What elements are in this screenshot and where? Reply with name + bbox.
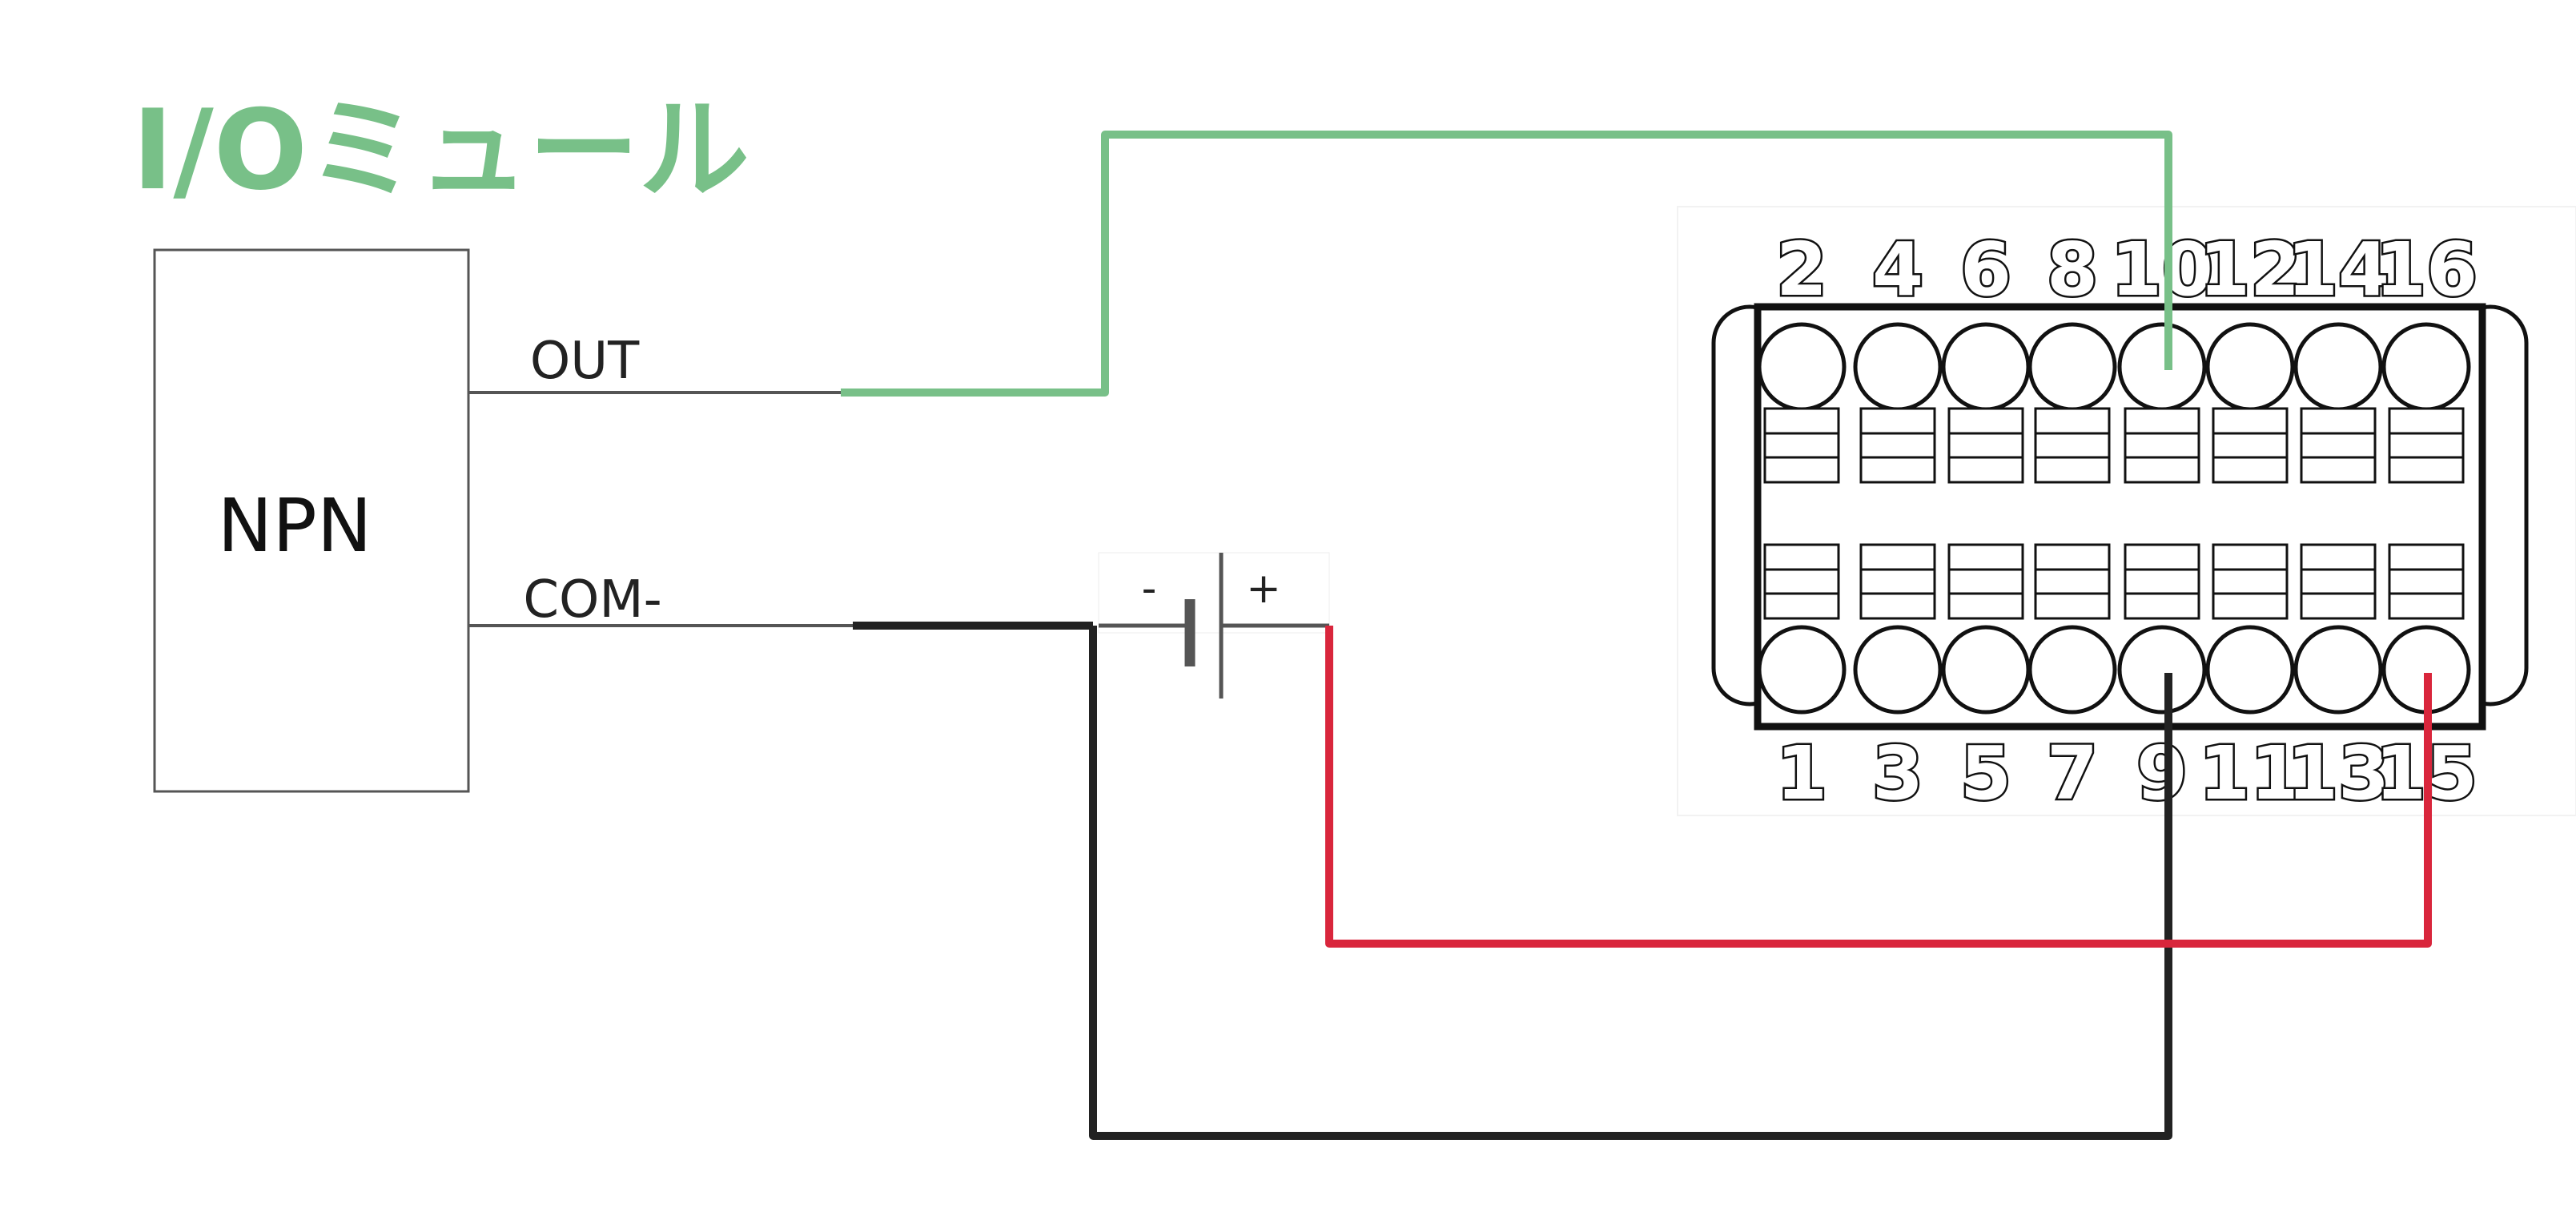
terminal-clamp — [2300, 543, 2377, 620]
out-label: OUT — [530, 332, 640, 391]
terminal-screw-top — [1757, 322, 1847, 412]
module-title: I/Oミュール — [132, 86, 749, 215]
terminal-screw-top — [2027, 322, 2117, 412]
terminal-clamp — [2124, 543, 2200, 620]
terminal-clamp — [1763, 543, 1840, 620]
terminal-screw-top — [2293, 322, 2383, 412]
terminal-clamp — [2388, 543, 2465, 620]
terminal-clamp — [2388, 407, 2465, 484]
terminal-number-top: 2 — [1776, 227, 1827, 312]
terminal-screw-top — [2381, 322, 2471, 412]
positive-wire — [1325, 626, 2432, 948]
terminal-clamp — [2034, 543, 2111, 620]
terminal-number-top: 10 — [2111, 227, 2213, 312]
terminal-screw-bottom — [1941, 625, 2031, 715]
terminal-clamp — [2300, 407, 2377, 484]
battery-minus-label: - — [1142, 565, 1157, 613]
terminal-clamp — [1947, 407, 2024, 484]
battery-background — [1098, 552, 1330, 634]
terminal-number-bottom: 9 — [2136, 731, 2188, 816]
terminal-screw-bottom — [2117, 625, 2207, 715]
terminal-number-bottom: 3 — [1872, 731, 1923, 816]
terminal-screw-bottom — [1853, 625, 1943, 715]
terminal-screw-top — [1941, 322, 2031, 412]
terminal-screw-bottom — [2293, 625, 2383, 715]
terminal-screw-bottom — [2027, 625, 2117, 715]
battery-symbol: - + — [1098, 552, 1330, 699]
terminal-clamp — [1763, 407, 1840, 484]
terminal-screw-bottom — [2205, 625, 2295, 715]
terminal-screw-bottom — [1757, 625, 1847, 715]
battery-plus-label: + — [1246, 565, 1281, 613]
terminal-clamp — [2034, 407, 2111, 484]
terminal-clamp — [1859, 407, 1936, 484]
terminal-clamp — [1859, 543, 1936, 620]
terminal-number-bottom: 1 — [1776, 731, 1827, 816]
terminal-number-top: 4 — [1872, 227, 1923, 312]
terminal-clamp — [2124, 407, 2200, 484]
npn-sensor-box — [153, 248, 470, 793]
terminal-number-top: 14 — [2287, 227, 2389, 312]
terminal-number-bottom: 5 — [1960, 731, 2011, 816]
terminal-clamp — [1947, 543, 2024, 620]
out-wire — [841, 131, 2172, 397]
npn-label: NPN — [217, 483, 372, 569]
terminal-number-top: 6 — [1960, 227, 2011, 312]
terminal-clamp — [2212, 543, 2289, 620]
terminal-number-bottom: 7 — [2047, 731, 2098, 816]
terminal-clamp — [2212, 407, 2289, 484]
terminal-number-top: 8 — [2047, 227, 2098, 312]
terminal-number-top: 12 — [2199, 227, 2301, 312]
terminal-screw-top — [1853, 322, 1943, 412]
npn-sensor: NPN OUT COM- — [153, 248, 853, 793]
terminal-number-bottom: 13 — [2287, 731, 2389, 816]
terminal-number-top: 16 — [2375, 227, 2478, 312]
ground-return-wire — [1089, 626, 2172, 1140]
com-label: COM- — [523, 570, 661, 630]
terminal-screws — [1757, 322, 2471, 715]
terminal-screw-top — [2117, 322, 2207, 412]
terminal-number-bottom: 11 — [2199, 731, 2301, 816]
terminal-screw-top — [2205, 322, 2295, 412]
